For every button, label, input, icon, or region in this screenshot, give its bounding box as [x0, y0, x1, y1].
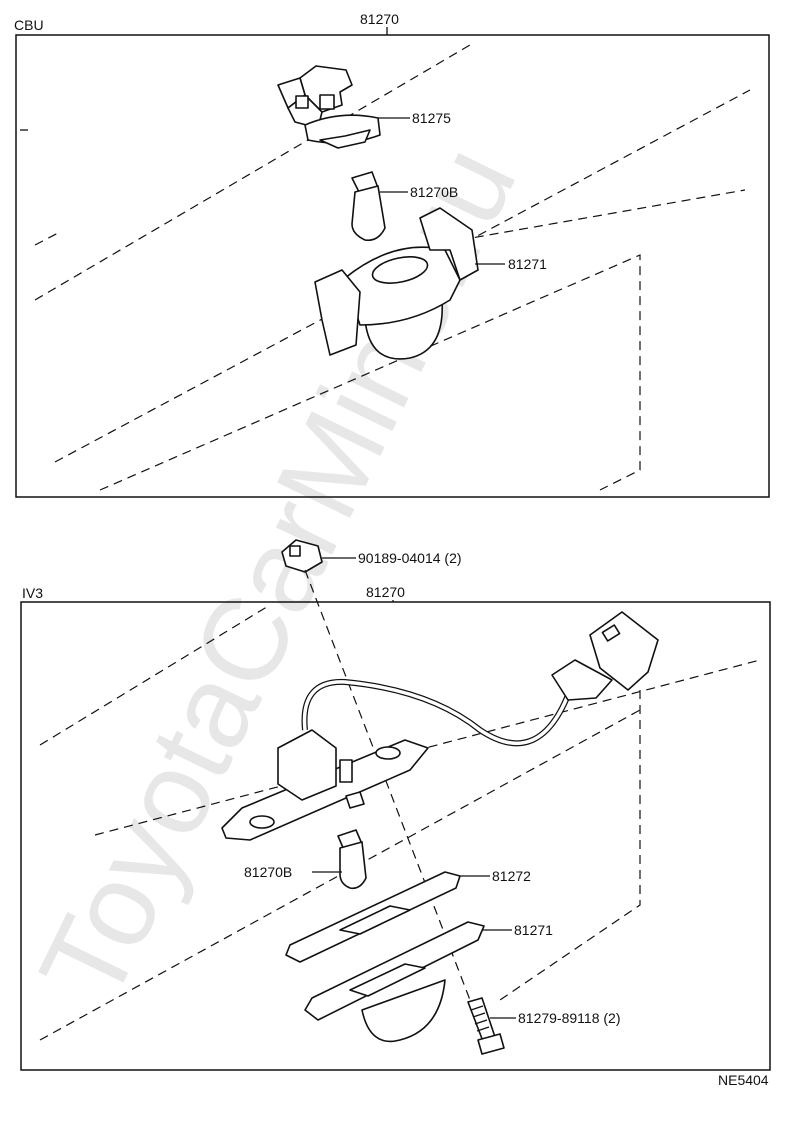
clip-90189-04014 — [281, 539, 323, 573]
part-label-90189-04014: 90189-04014 (2) — [358, 550, 462, 566]
panel-outline — [34, 44, 471, 301]
section-frame — [15, 34, 770, 498]
assembly-label: 81270 — [366, 584, 405, 600]
bulb-81270b — [351, 171, 386, 242]
section-frame — [20, 601, 771, 1071]
part-label-81270b: 81270B — [410, 184, 458, 200]
section-iv3: 90189-04014 (2) IV3 81270 — [20, 539, 771, 1071]
part-label-81271: 81271 — [508, 256, 547, 272]
part-label-81279-89118: 81279-89118 (2) — [518, 1010, 620, 1026]
diagram-code: NE5404 — [718, 1072, 769, 1088]
section-cbu: CBU 81270 81275 81270B — [14, 11, 770, 498]
lens-housing-81271 — [314, 207, 479, 360]
part-label-81275: 81275 — [412, 110, 451, 126]
panel-outline — [499, 690, 641, 1001]
panel-outline — [34, 231, 61, 246]
bulb-81270b — [337, 829, 367, 890]
socket-81275 — [277, 65, 381, 149]
panel-outline — [99, 254, 641, 491]
region-label: CBU — [14, 17, 44, 33]
part-label-81270b: 81270B — [244, 864, 292, 880]
panel-outline — [39, 709, 641, 1041]
panel-outline — [459, 189, 746, 241]
panel-outline — [94, 659, 761, 836]
assembly-label: 81270 — [360, 11, 399, 27]
region-label: IV3 — [22, 585, 43, 601]
axis-line — [304, 569, 471, 1001]
lens-81271 — [304, 921, 485, 1043]
wire-harness — [301, 611, 659, 747]
screw-81279-89118 — [467, 997, 505, 1055]
base-plate — [221, 729, 429, 841]
part-label-81272: 81272 — [492, 868, 531, 884]
part-label-81271: 81271 — [514, 922, 553, 938]
